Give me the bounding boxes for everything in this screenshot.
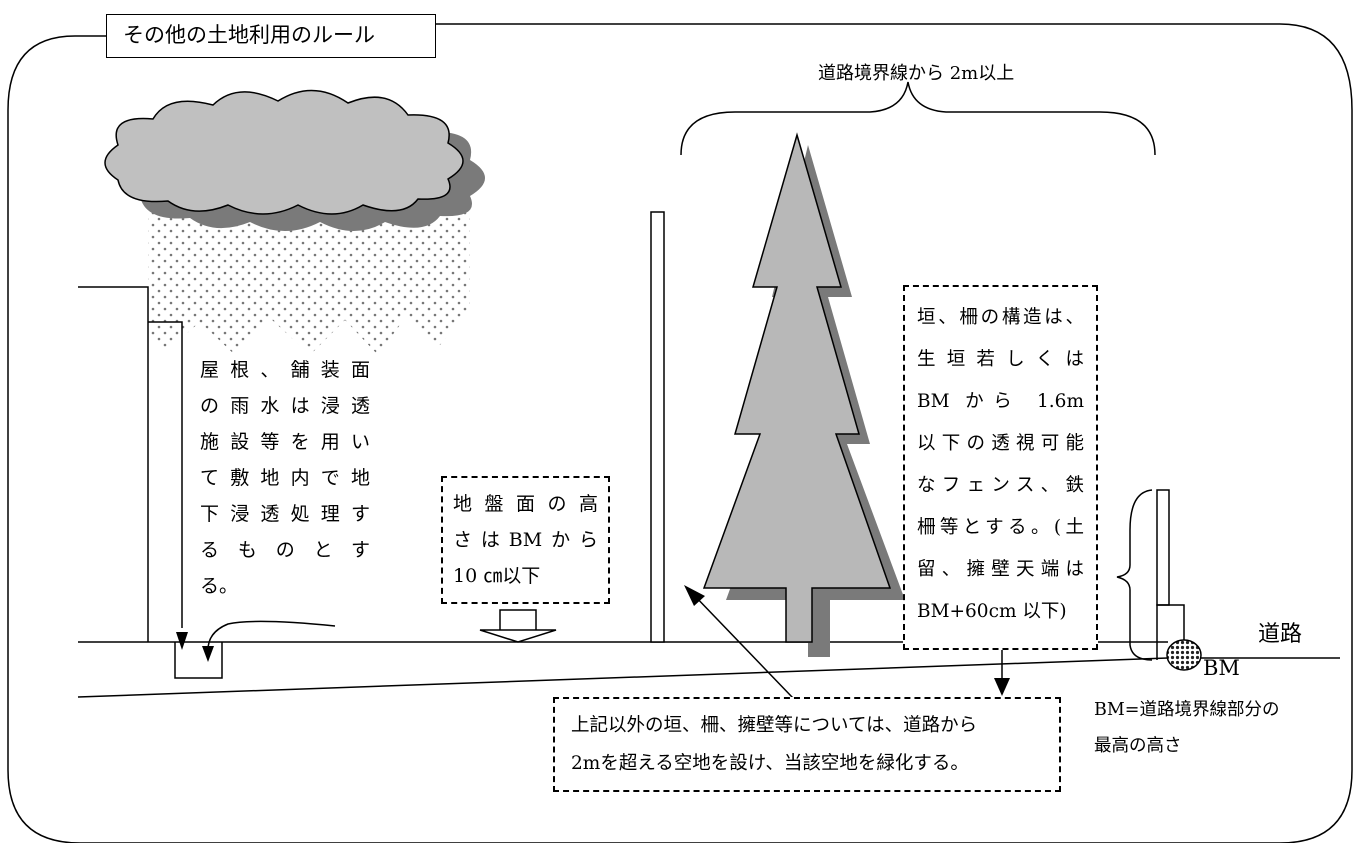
fence-small xyxy=(1156,489,1170,606)
ground-arrow xyxy=(479,609,557,643)
fence-line-text: 以下の透視可能 xyxy=(917,433,1084,454)
fence-line-text: 柵等とする。(土 xyxy=(917,517,1084,538)
rain-line: 屋根、舗装面 xyxy=(200,359,370,381)
downspout-left xyxy=(148,321,183,628)
bm-definition: BM=道路境界線部分の 最高の高さ xyxy=(1094,692,1279,764)
rain-label: 屋根、舗装面 の雨水は浸透 施設等を用い て敷地内で地 下浸透処理す るものとす… xyxy=(200,352,370,604)
setback-brace xyxy=(680,81,1156,156)
road-label: 道路 xyxy=(1258,622,1303,647)
rain-line: 下浸透処理す xyxy=(200,503,370,525)
fence-line-text: BM+60cm 以下) xyxy=(917,601,1067,622)
rain-line: 施設等を用い xyxy=(200,431,370,453)
bm-def-line: BM=道路境界線部分の xyxy=(1094,700,1280,720)
title-box: その他の土地利用のルール xyxy=(106,14,436,58)
bm-marker xyxy=(1166,639,1202,671)
downspout-arrow xyxy=(176,632,188,650)
fence-line-text: 垣、柵の構造は、 xyxy=(917,307,1084,328)
bm-label: BM xyxy=(1203,656,1240,680)
infiltration-pit xyxy=(174,642,223,679)
fence-pole xyxy=(650,211,665,643)
bm-def-line: 最高の高さ xyxy=(1094,736,1182,756)
tree xyxy=(702,132,892,643)
lower-slope-line xyxy=(77,657,1169,698)
outer-frame xyxy=(7,23,1353,843)
rain-line: て敷地内で地 xyxy=(200,467,370,489)
ground-line-text: 10 ㎝以下 xyxy=(453,565,541,587)
ground-level-box: 地盤面の高 さはBMから 10 ㎝以下 xyxy=(441,476,610,604)
bottom-line-text: 上記以外の垣、柵、擁壁等については、道路から xyxy=(571,715,978,736)
fence-line-text: 生垣若しくは xyxy=(917,349,1084,370)
arrow-to-pole-head xyxy=(684,585,705,606)
setback-label: 道路境界線から 2m以上 xyxy=(818,63,1015,84)
rain-line: る。 xyxy=(200,575,239,597)
runoff-arrow xyxy=(202,646,214,662)
ground-line-text: 地盤面の高 xyxy=(453,493,598,515)
arrow-fence-head xyxy=(994,678,1010,696)
cloud xyxy=(104,89,464,215)
retaining-wall xyxy=(1156,604,1185,660)
bottom-line-text: 2mを超える空地を設け、当該空地を緑化する。 xyxy=(571,753,969,774)
building-outline xyxy=(78,286,149,642)
ground-line-text: さはBMから xyxy=(453,529,598,551)
fence-line-text: 留、擁壁天端は xyxy=(917,559,1084,580)
rain-line: るものとす xyxy=(200,539,370,561)
bottom-note-box: 上記以外の垣、柵、擁壁等については、道路から 2mを超える空地を設け、当該空地を… xyxy=(553,697,1061,792)
fence-line-text: BM から 1.6m xyxy=(917,391,1084,412)
rain-area xyxy=(148,195,470,355)
fence-line-text: なフェンス、鉄 xyxy=(917,475,1084,496)
rain-line: の雨水は浸透 xyxy=(200,395,370,417)
fence-brace xyxy=(1116,489,1153,661)
fence-rule-box: 垣、柵の構造は、 生垣若しくは BM から 1.6m 以下の透視可能 なフェンス… xyxy=(903,285,1098,650)
surface-runoff-line xyxy=(207,620,336,651)
